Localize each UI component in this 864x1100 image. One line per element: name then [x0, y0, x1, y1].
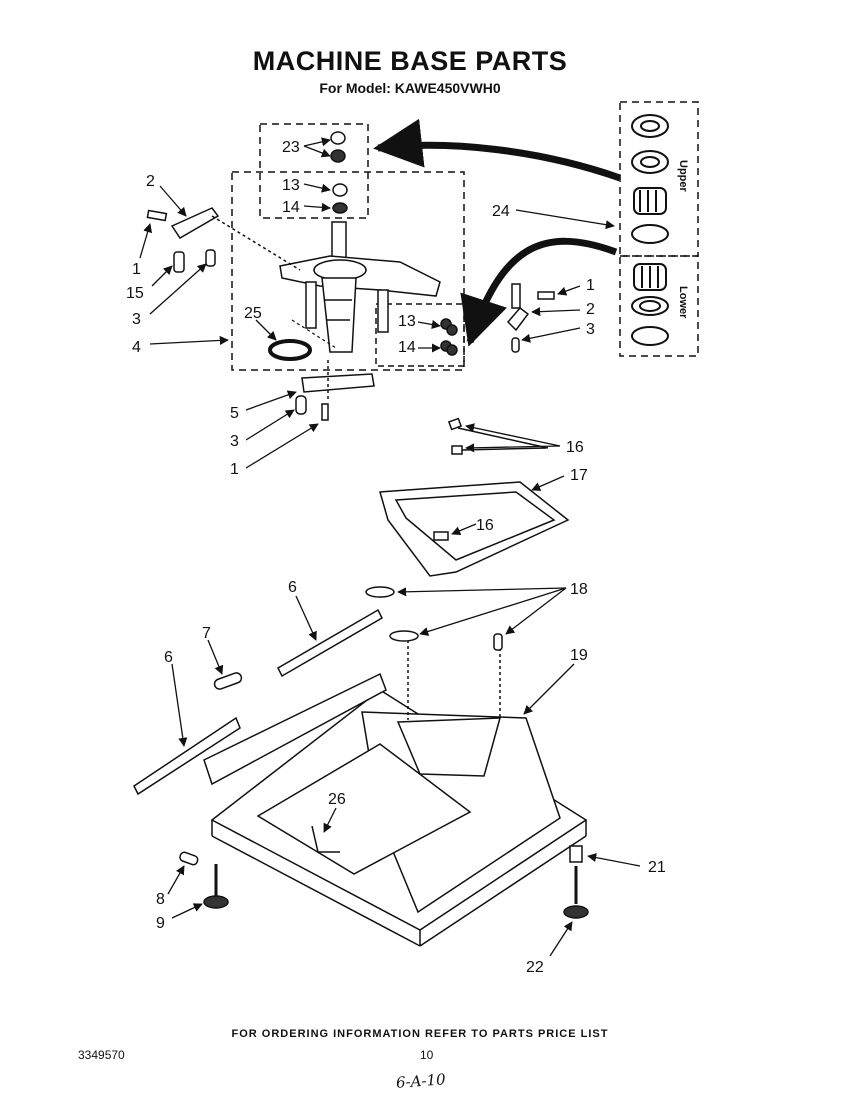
right-bearing-box [375, 303, 465, 367]
callout-18: 18 [570, 581, 588, 598]
callout-6-top: 6 [288, 579, 297, 596]
right-bracket-parts [506, 283, 555, 353]
lower-kit-label: Lower [677, 286, 689, 319]
side-rails [133, 608, 383, 796]
callout-25: 25 [244, 305, 262, 322]
callout-22: 22 [526, 959, 544, 976]
part-18-clips [365, 586, 503, 651]
callout-5: 5 [230, 405, 239, 422]
lower-kit-box [619, 255, 699, 357]
ordering-note: FOR ORDERING INFORMATION REFER TO PARTS … [231, 1028, 609, 1040]
document-number: 3349570 [78, 1048, 125, 1062]
support-assembly-box [231, 171, 465, 371]
left-bracket-parts [146, 207, 301, 273]
mounting-frame [379, 417, 570, 577]
callout-24: 24 [492, 203, 510, 220]
callout-2-left: 2 [146, 173, 155, 190]
suspension-spider [279, 221, 441, 353]
callout-1-left-bottom: 1 [230, 461, 239, 478]
callout-7: 7 [202, 625, 211, 642]
transmission-support-group [231, 101, 699, 371]
callout-3-right: 3 [586, 321, 595, 338]
callout-14-top: 14 [282, 199, 300, 216]
leader-lines [139, 137, 641, 957]
callout-3-left-top: 3 [132, 311, 141, 328]
callout-1-right: 1 [586, 277, 595, 294]
lower-kit-arrow [460, 237, 618, 347]
bearing-kit-drawings [631, 114, 669, 346]
leveling-legs [179, 825, 589, 919]
upper-bearing-box [259, 123, 369, 219]
lower-bracket-parts [295, 360, 375, 421]
callout-2-right: 2 [586, 301, 595, 318]
machine-base [203, 640, 588, 947]
callout-13-right: 13 [398, 313, 416, 330]
callout-14-right: 14 [398, 339, 416, 356]
callout-17: 17 [570, 467, 588, 484]
callout-21: 21 [648, 859, 666, 876]
callout-labels: 23 13 14 2 1 15 3 4 25 5 3 1 24 1 2 3 13… [126, 139, 666, 976]
callout-8: 8 [156, 891, 165, 908]
upper-kit-label: Upper [677, 160, 689, 193]
callout-1-left-top: 1 [132, 261, 141, 278]
page-title: MACHINE BASE PARTS [252, 46, 568, 76]
handwritten-note: 6-A-10 [395, 1070, 447, 1092]
model-subtitle: For Model: KAWE450VWH0 [319, 80, 501, 96]
callout-13-top: 13 [282, 177, 300, 194]
callout-4: 4 [132, 339, 141, 356]
callout-16-mid: 16 [476, 517, 494, 534]
right-bearing-stack [440, 318, 458, 356]
callout-16-top: 16 [566, 439, 584, 456]
seal-ring [268, 339, 312, 361]
callout-15: 15 [126, 285, 144, 302]
upper-kit-arrow [373, 118, 622, 182]
callout-23: 23 [282, 139, 300, 156]
callout-26: 26 [328, 791, 346, 808]
callout-9: 9 [156, 915, 165, 932]
callout-19: 19 [570, 647, 588, 664]
upper-bearing-stack [330, 131, 348, 214]
page-number: 10 [420, 1048, 434, 1062]
callout-6-left: 6 [164, 649, 173, 666]
callout-3-left-bottom: 3 [230, 433, 239, 450]
